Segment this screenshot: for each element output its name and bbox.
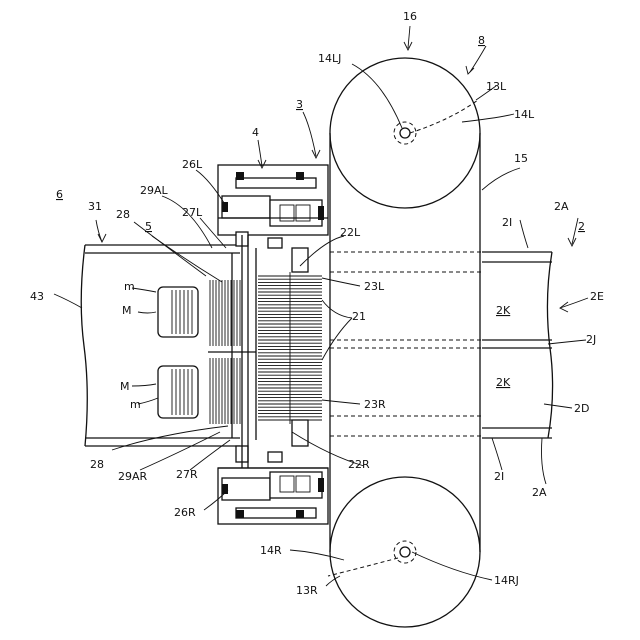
label-23L: 23L — [364, 280, 385, 293]
label-31: 31 — [88, 200, 102, 213]
label-15: 15 — [514, 152, 528, 165]
belt-15 — [330, 133, 480, 552]
label-43: 43 — [30, 290, 44, 303]
label-2I-top: 2I — [502, 216, 512, 229]
label-2I-bot: 2I — [494, 470, 504, 483]
label-2E: 2E — [590, 290, 604, 303]
label-14RJ: 14RJ — [494, 574, 519, 587]
label-26L: 26L — [182, 158, 203, 171]
label-2A-bot: 2A — [532, 486, 547, 499]
label-m-top: m — [124, 280, 135, 293]
cylinder-unit-bottom — [218, 420, 328, 524]
label-m-bot: m — [130, 398, 141, 411]
label-28-bot: 28 — [90, 458, 104, 471]
label-29AL: 29AL — [140, 184, 169, 197]
cylinder-unit-top — [218, 165, 328, 272]
label-26R: 26R — [174, 506, 196, 519]
label-2J: 2J — [586, 333, 596, 346]
label-M-top: M — [122, 304, 132, 317]
label-22R: 22R — [348, 458, 370, 471]
label-2K-top: 2K — [496, 304, 511, 317]
label-14LJ: 14LJ — [318, 52, 341, 65]
label-23R: 23R — [364, 398, 386, 411]
label-27L: 27L — [182, 206, 203, 219]
label-2: 2 — [578, 220, 585, 233]
comb-right — [258, 272, 322, 424]
label-13R: 13R — [296, 584, 318, 597]
label-2A-top: 2A — [554, 200, 569, 213]
label-13L: 13L — [486, 80, 507, 93]
label-5: 5 — [145, 220, 152, 233]
drive-roller-bottom — [330, 477, 480, 627]
label-22L: 22L — [340, 226, 361, 239]
product-stack-top — [158, 287, 198, 337]
label-3: 3 — [296, 98, 303, 111]
label-2K-bot: 2K — [496, 376, 511, 389]
label-14L: 14L — [514, 108, 535, 121]
label-14R: 14R — [260, 544, 282, 557]
label-27R: 27R — [176, 468, 198, 481]
label-6: 6 — [56, 188, 63, 201]
label-2D: 2D — [574, 402, 589, 415]
label-16: 16 — [403, 10, 417, 23]
label-21: 21 — [352, 310, 366, 323]
label-29AR: 29AR — [118, 470, 148, 483]
product-stack-bottom — [158, 366, 198, 418]
label-M-bot: M — [120, 380, 130, 393]
label-28-top: 28 — [116, 208, 130, 221]
label-8: 8 — [478, 34, 485, 47]
drive-roller-top — [330, 58, 480, 208]
label-4: 4 — [252, 126, 259, 139]
